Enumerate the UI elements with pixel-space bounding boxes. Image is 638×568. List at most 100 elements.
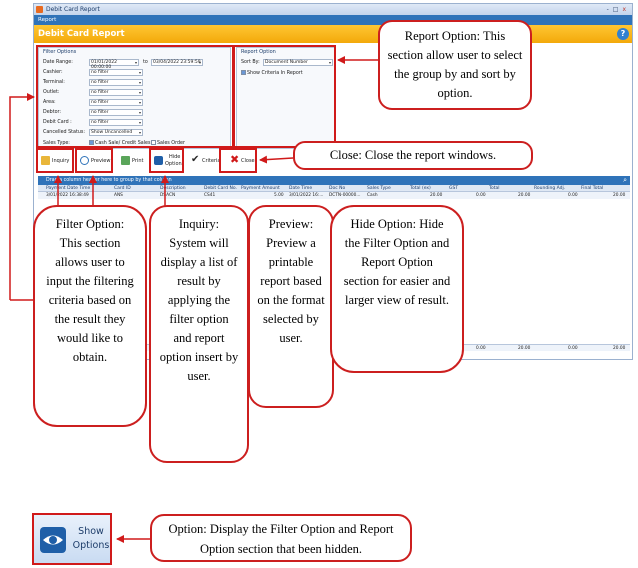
inquiry-highlight — [36, 148, 74, 173]
column-header-doc-no[interactable]: Doc No — [329, 186, 346, 191]
report-title: Debit Card Report — [38, 29, 125, 39]
column-header-payment-amount[interactable]: Payment Amount — [241, 186, 280, 191]
column-header-gst[interactable]: GST — [449, 186, 459, 191]
column-header-total-ex[interactable]: Total (ex) — [410, 186, 431, 191]
cashier-label: Cashier: — [43, 70, 63, 75]
debit-card-row: Debit Card : no filter — [43, 119, 233, 126]
close-icon: ✖ — [230, 153, 240, 166]
hide-option-callout: Hide Option: Hide the Filter Option and … — [330, 205, 464, 373]
search-icon[interactable]: ⌕ — [623, 176, 627, 184]
app-icon — [36, 6, 43, 13]
column-header-final-total[interactable]: Final Total — [581, 186, 604, 191]
date-to-field[interactable]: 03/04/2022 23:59:59 — [151, 59, 203, 66]
show-criteria-checkbox[interactable] — [241, 70, 246, 75]
debtor-select[interactable]: no filter — [89, 109, 143, 116]
date-from-field[interactable]: 01/01/2022 00:00:00 — [89, 59, 139, 70]
report-option-title: Report Option — [241, 49, 276, 55]
cash-sale-checkbox[interactable] — [89, 140, 94, 145]
column-header-card-id[interactable]: Card ID — [114, 186, 131, 191]
magnifier-icon — [80, 156, 89, 165]
sales-type-cash-option[interactable]: Cash Sale/ Credit Sales — [89, 140, 150, 147]
close-button[interactable]: ✖ Close — [230, 153, 255, 166]
terminal-row: Terminal: no filter — [43, 79, 233, 86]
sort-by-select[interactable]: Document Number — [263, 59, 333, 66]
cell-payment-amount: 5.00 — [274, 193, 284, 198]
show-options-button[interactable]: Show Options — [32, 513, 112, 565]
sort-by-label: Sort By: — [241, 60, 260, 65]
menu-item-report[interactable]: Report — [38, 17, 57, 23]
inquiry-callout: Inquiry: System will display a list of r… — [149, 205, 249, 463]
cell-total: 20.00 — [518, 193, 531, 198]
column-header-rounding-adj[interactable]: Rounding Adj. — [534, 186, 566, 191]
summary-rounding-adj: 0.00 — [568, 346, 578, 351]
printer-icon — [121, 156, 130, 165]
debit-card-label: Debit Card : — [43, 120, 72, 125]
preview-button[interactable]: Preview — [78, 150, 116, 172]
group-by-hint[interactable]: Drag a column header here to group by th… — [38, 176, 630, 185]
table-row[interactable]: 3/01/2022 16:38:49 ANS DSACN CS41 5.00 3… — [38, 192, 630, 199]
print-button[interactable]: Print — [119, 150, 147, 172]
filter-connector — [9, 93, 35, 300]
cancelled-status-select[interactable]: Show Uncancelled — [89, 129, 143, 136]
column-header-sales-type[interactable]: Sales Type — [367, 186, 391, 191]
inquiry-icon — [41, 156, 50, 165]
checkmark-icon: ✔ — [191, 154, 200, 165]
report-option-panel: Report Option Sort By: Document Number S… — [236, 47, 336, 149]
cashier-row: Cashier: no filter — [43, 69, 233, 76]
show-options-label-line2: Options — [72, 540, 110, 551]
outlet-select[interactable]: no filter — [89, 89, 143, 96]
grid-header: Payment Date Time Card ID Description De… — [38, 185, 630, 192]
show-option-callout: Option: Display the Filter Option and Re… — [150, 514, 412, 562]
date-range-label: Date Range: — [43, 60, 73, 65]
cell-description: DSACN — [160, 193, 176, 198]
maximize-button[interactable]: □ — [612, 6, 623, 13]
sales-order-checkbox[interactable] — [151, 140, 156, 145]
eye-icon — [154, 156, 163, 165]
report-option-callout: Report Option: This section allow user t… — [378, 20, 532, 110]
window-title: Debit Card Report — [46, 6, 100, 13]
area-select[interactable]: no filter — [89, 99, 143, 106]
cell-rounding-adj: 0.00 — [568, 193, 578, 198]
report-option-highlight — [233, 45, 336, 148]
terminal-select[interactable]: no filter — [89, 79, 143, 86]
title-bar: Debit Card Report -□x — [34, 4, 632, 15]
cancelled-status-row: Cancelled Status: Show Uncancelled — [43, 129, 233, 136]
sort-by-row: Sort By: Document Number — [241, 59, 337, 66]
cancelled-status-label: Cancelled Status: — [43, 130, 86, 135]
debtor-label: Debtor: — [43, 110, 62, 115]
date-range-row: Date Range: 01/01/2022 00:00:00 to 03/04… — [43, 59, 233, 70]
cell-debit-card-no: CS41 — [204, 193, 216, 198]
hide-options-highlight — [149, 148, 184, 173]
close-window-button[interactable]: x — [622, 6, 630, 13]
cell-payment-date-time: 3/01/2022 16:38:49 — [46, 193, 89, 198]
column-header-description[interactable]: Description — [160, 186, 186, 191]
summary-total: 20.00 — [518, 346, 531, 351]
cell-total-ex: 20.00 — [430, 193, 443, 198]
column-header-payment-date-time[interactable]: Payment Date Time — [46, 186, 91, 191]
criteria-button[interactable]: ✔ Criteria — [191, 154, 221, 165]
summary-final-total: 20.00 — [613, 346, 626, 351]
menu-bar: Report — [34, 15, 632, 25]
help-icon[interactable]: ? — [617, 28, 629, 40]
sales-type-label: Sales Type: — [43, 141, 70, 146]
cashier-select[interactable]: no filter — [89, 69, 143, 76]
inquiry-button[interactable]: Inquiry — [39, 150, 75, 172]
window-controls: -□x — [607, 5, 630, 14]
column-header-total[interactable]: Total — [489, 186, 500, 191]
show-criteria-label: Show Criteria In Report — [247, 71, 303, 76]
preview-callout: Preview: Preview a printable report base… — [248, 205, 334, 408]
area-label: Area: — [43, 100, 56, 105]
cell-final-total: 20.00 — [613, 193, 626, 198]
sales-type-order-option[interactable]: Sales Order — [151, 140, 185, 147]
column-header-date-time[interactable]: Date Time — [289, 186, 313, 191]
outlet-label: Outlet: — [43, 90, 60, 95]
cell-sales-type: Cash — [367, 193, 378, 198]
minimize-button[interactable]: - — [606, 6, 613, 13]
column-header-debit-card-no[interactable]: Debit Card No. — [204, 186, 237, 191]
show-options-label-line1: Show — [78, 526, 104, 537]
debit-card-select[interactable]: no filter — [89, 119, 143, 126]
filter-option-callout: Filter Option: This section allows user … — [33, 205, 147, 427]
summary-gst: 0.00 — [476, 346, 486, 351]
